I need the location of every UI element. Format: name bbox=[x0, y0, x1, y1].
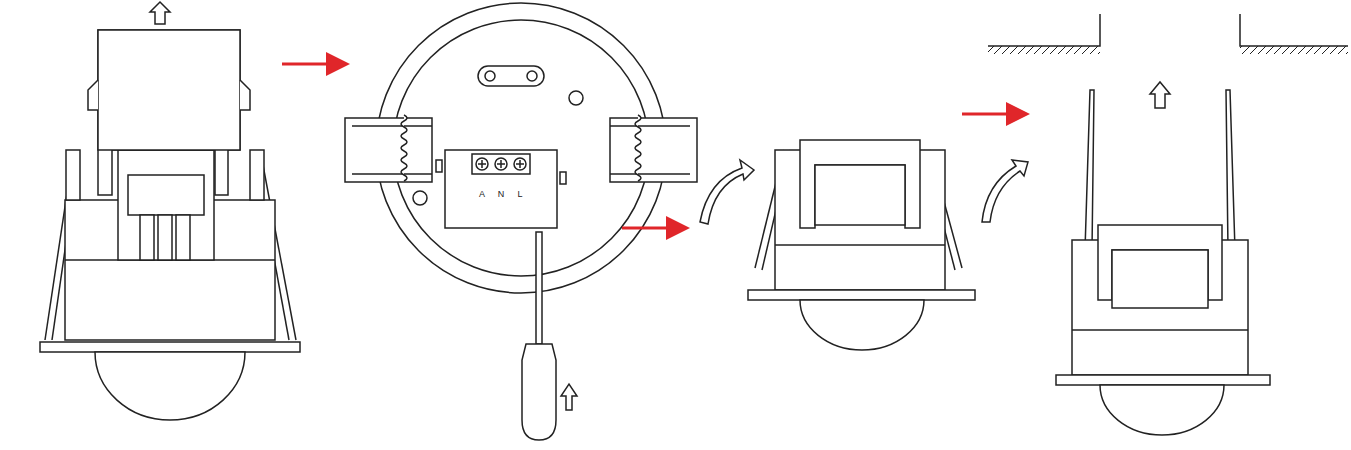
lens-dome bbox=[95, 352, 245, 420]
sensor-clips-bent bbox=[700, 140, 1028, 350]
step-arrow bbox=[622, 227, 684, 230]
hollow-up-arrow bbox=[1150, 82, 1170, 108]
hollow-up-arrow bbox=[150, 2, 170, 24]
curved-arrow bbox=[700, 160, 754, 224]
terminal-label: L bbox=[517, 190, 522, 199]
step-arrow bbox=[282, 63, 344, 66]
terminal-label: A bbox=[479, 190, 485, 199]
lens-dome bbox=[800, 300, 924, 350]
spring-clip bbox=[1226, 90, 1235, 250]
sensor-flange bbox=[748, 290, 975, 300]
screwdriver-handle bbox=[522, 344, 556, 440]
terminal-block bbox=[445, 150, 557, 228]
ceiling bbox=[1240, 46, 1348, 54]
spring-clip bbox=[610, 118, 697, 182]
curved-arrow bbox=[982, 160, 1028, 222]
lens-dome bbox=[1100, 385, 1224, 435]
sensor-flange bbox=[1056, 375, 1270, 385]
terminal-block bbox=[118, 150, 214, 260]
sensor-wiring-view bbox=[345, 3, 697, 440]
terminal-label: N bbox=[498, 190, 505, 199]
ceiling bbox=[988, 46, 1100, 54]
sensor-ceiling-insertion bbox=[988, 14, 1348, 435]
sensor-flange bbox=[40, 342, 300, 352]
step-arrow bbox=[962, 113, 1024, 116]
spring-clip bbox=[1085, 90, 1094, 250]
top-cover bbox=[800, 140, 920, 228]
top-cover bbox=[98, 30, 240, 195]
screwdriver-shaft bbox=[536, 232, 542, 344]
spring bbox=[401, 115, 407, 181]
sensor-cover-removal bbox=[40, 2, 300, 420]
hollow-up-arrow bbox=[561, 384, 577, 410]
sensor-body bbox=[65, 200, 275, 340]
spring-clip bbox=[345, 118, 432, 182]
